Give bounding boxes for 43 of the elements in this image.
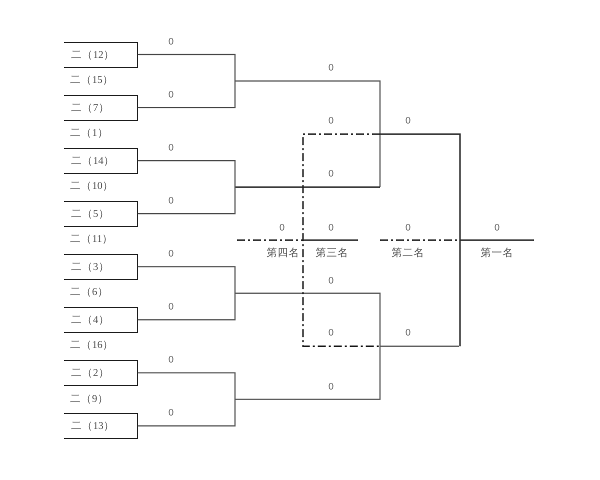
score: 0 [328,328,334,338]
team-box: 二（2） [64,360,138,386]
score: 0 [168,248,174,258]
score: 0 [279,222,285,232]
score: 0 [405,116,411,126]
score: 0 [328,169,334,179]
team-name: 二（15） [70,76,114,86]
score: 0 [405,328,411,338]
place-label: 第二名 [392,248,424,259]
score: 0 [168,142,174,152]
score: 0 [168,196,174,206]
team-name: 二（16） [70,340,114,352]
place-label: 第四名 [266,248,300,259]
team-box: 二（5） [64,200,138,227]
score: 0 [328,382,334,392]
team-name: 二（9） [70,394,108,405]
score: 0 [405,222,411,232]
score: 0 [328,63,334,73]
team-box: 二（13） [64,412,138,439]
score: 0 [168,90,174,100]
place-label: 第一名 [480,248,514,259]
team-name: 二（10） [70,182,114,192]
score: 0 [328,276,334,286]
bracket-line [138,160,236,214]
score: 0 [168,302,174,312]
score: 0 [168,37,174,47]
team-box: 二（7） [64,94,138,121]
bracket-line [138,54,236,108]
team-name: 二（11） [70,234,114,246]
team-name: 二（6） [70,288,108,298]
team-box: 二（4） [64,306,138,333]
place-label: 第三名 [316,248,348,259]
team-box: 二（14） [64,148,138,174]
score: 0 [168,354,174,364]
bracket-line [138,372,236,426]
team-box: 二（12） [64,42,138,68]
score: 0 [328,116,334,126]
team-name: 二（1） [70,128,108,140]
team-box: 二（3） [64,254,138,280]
score: 0 [328,222,334,232]
score: 0 [494,222,500,232]
bracket-line [138,266,236,320]
score: 0 [168,408,174,418]
